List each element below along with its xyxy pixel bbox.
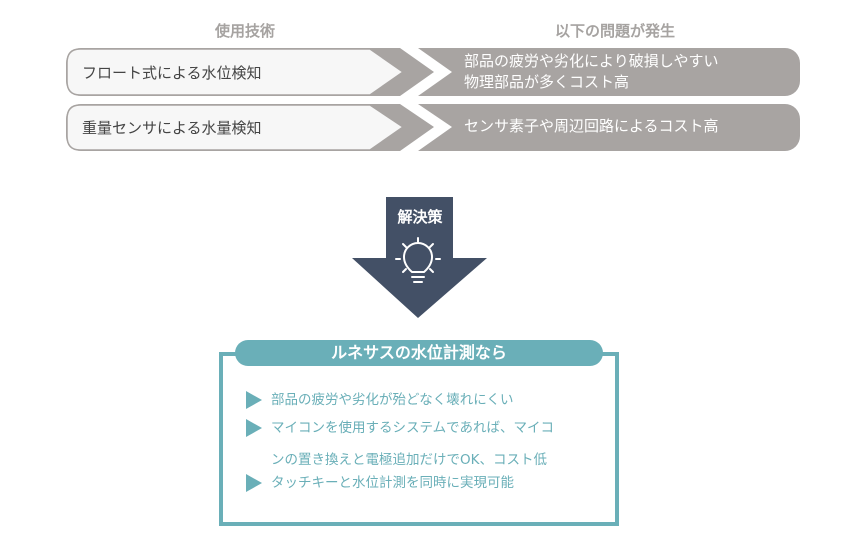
- header-technique: 使用技術: [214, 22, 275, 40]
- result-item-text: 部品の疲労や劣化が殆どなく壊れにくい: [271, 392, 514, 408]
- row-1-problem: 部品の疲労や劣化により破損しやすい 物理部品が多くコスト高: [464, 51, 719, 93]
- triangle-bullet-icon: [246, 391, 262, 409]
- row-2-shape: [66, 104, 800, 151]
- row-1-shape: [66, 48, 800, 96]
- result-item-continuation: ンの置き換えと電極追加だけでOK、コスト低: [271, 452, 547, 468]
- result-item: 部品の疲労や劣化が殆どなく壊れにくい: [246, 387, 513, 414]
- row-1-problem-line-2: 物理部品が多くコスト高: [464, 73, 630, 91]
- triangle-bullet-icon: [246, 419, 262, 437]
- result-title: ルネサスの水位計測なら: [235, 340, 603, 366]
- result-item-text: マイコンを使用するシステムであれば、マイコ: [271, 420, 554, 436]
- result-item-text: タッチキーと水位計測を同時に実現可能: [271, 475, 514, 491]
- row-2-technique: 重量センサによる水量検知: [82, 119, 262, 137]
- down-arrow: [352, 197, 487, 318]
- result-item: マイコンを使用するシステムであれば、マイコ: [246, 415, 554, 442]
- triangle-bullet-icon: [246, 474, 262, 492]
- lightbulb-icon: [395, 237, 441, 283]
- row-1-problem-line-1: 部品の疲労や劣化により破損しやすい: [464, 52, 719, 70]
- result-item: タッチキーと水位計測を同時に実現可能: [246, 470, 514, 497]
- solution-label: 解決策: [397, 208, 443, 226]
- row-1-technique: フロート式による水位検知: [82, 64, 262, 82]
- row-2-problem: センサ素子や周辺回路によるコスト高: [464, 117, 719, 135]
- header-problem: 以下の問題が発生: [554, 22, 675, 40]
